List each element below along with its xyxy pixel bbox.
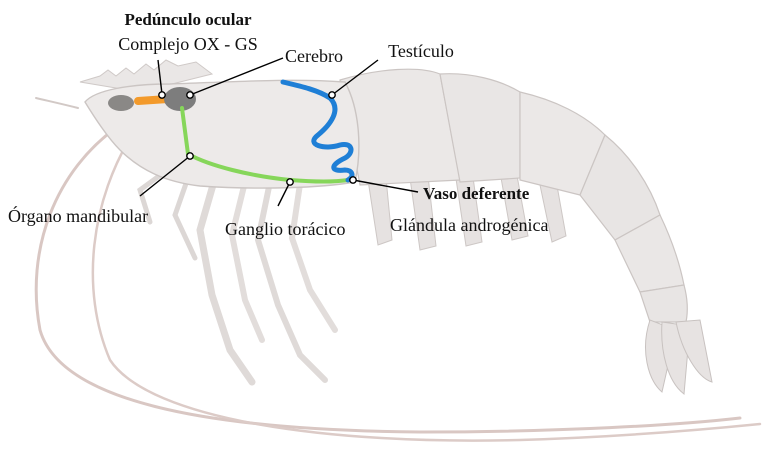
leg-1 [200, 178, 252, 382]
label-complejo-ox-gs: Complejo OX - GS [118, 34, 258, 54]
dot-cerebro [187, 92, 193, 98]
label-pedunculo-ocular: Pedúnculo ocular [124, 10, 251, 29]
brain [164, 87, 196, 111]
tail-fan [646, 320, 712, 394]
antenna-short [36, 98, 78, 108]
ox-gs-complex [138, 99, 168, 101]
dot-ox-gs [159, 92, 165, 98]
dot-ganglio [287, 179, 293, 185]
compound-eye [108, 95, 134, 111]
dot-vaso [350, 177, 356, 183]
label-ganglio-toracico: Ganglio torácico [225, 219, 345, 239]
pleopod-1 [368, 178, 392, 245]
walking-legs [140, 168, 335, 382]
dot-testiculo [329, 92, 335, 98]
label-vaso-deferente: Vaso deferente [423, 184, 530, 203]
label-testiculo: Testículo [388, 41, 454, 61]
dot-organo-mandibular [187, 153, 193, 159]
leg-4 [292, 184, 335, 330]
label-organo-mandibular: Órgano mandibular [8, 205, 148, 226]
abdomen-segment-6 [640, 285, 687, 322]
label-cerebro: Cerebro [285, 46, 343, 66]
leg-2 [232, 182, 262, 340]
leg-3 [258, 182, 325, 380]
label-glandula-androgenica: Glándula androgénica [390, 215, 548, 235]
